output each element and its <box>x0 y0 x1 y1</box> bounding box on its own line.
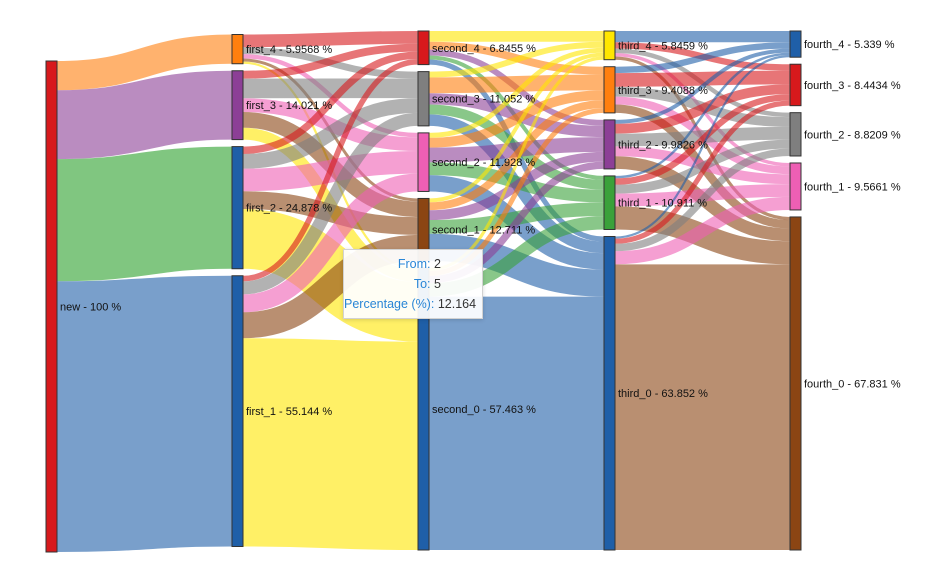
node-label-second_1: second_1 - 12.711 % <box>432 225 535 237</box>
link-third_1-to-fourth_2[interactable] <box>614 139 791 194</box>
node-label-fourth_4: fourth_4 - 5.339 % <box>804 39 895 51</box>
link-new-to-first_3[interactable] <box>56 70 233 160</box>
tooltip-to-value: 5 <box>434 277 441 291</box>
node-label-first_2: first_2 - 24.878 % <box>246 203 332 215</box>
link-new-to-first_4[interactable] <box>56 34 233 91</box>
node-label-fourth_0: fourth_0 - 67.831 % <box>804 378 901 390</box>
link-new-to-first_2[interactable] <box>56 146 233 282</box>
node-label-first_4: first_4 - 5.9568 % <box>246 44 332 56</box>
link-third_1-to-fourth_4[interactable] <box>614 52 791 179</box>
node-label-second_2: second_2 - 11.928 % <box>432 157 535 169</box>
link-tooltip: From: 2 To: 5 Percentage (%): 12.164 <box>343 249 483 319</box>
sankey-nodes <box>45 30 802 553</box>
tooltip-from-row: From: 2 <box>344 257 482 271</box>
link-first_1-to-second_4[interactable] <box>242 58 419 282</box>
node-label-new: new - 100 % <box>60 301 121 313</box>
node-label-fourth_1: fourth_1 - 9.5661 % <box>804 181 901 193</box>
link-third_3-to-fourth_3[interactable] <box>614 70 791 87</box>
node-third_0[interactable] <box>603 235 616 551</box>
link-first_1-to-second_0[interactable] <box>242 338 419 550</box>
tooltip-from-value: 2 <box>434 257 441 271</box>
node-label-first_1: first_1 - 55.144 % <box>246 406 332 418</box>
node-fourth_1[interactable] <box>789 162 802 211</box>
node-second_3[interactable] <box>417 71 430 127</box>
node-third_4[interactable] <box>603 30 616 61</box>
tooltip-to-label: To: <box>413 277 431 291</box>
link-third_2-to-fourth_4[interactable] <box>614 48 791 124</box>
node-label-third_1: third_1 - 10.911 % <box>618 198 707 210</box>
link-second_1-to-third_4[interactable] <box>428 52 605 203</box>
link-second_1-to-third_0[interactable] <box>428 233 605 297</box>
link-first_2-to-second_4[interactable] <box>242 51 419 154</box>
node-label-second_4: second_4 - 6.8455 % <box>432 43 536 55</box>
node-label-third_3: third_3 - 9.4088 % <box>618 85 708 97</box>
tooltip-from-label: From: <box>397 257 431 271</box>
node-first_1[interactable] <box>231 275 244 547</box>
node-label-fourth_3: fourth_3 - 8.4434 % <box>804 80 901 92</box>
node-label-third_4: third_4 - 5.8459 % <box>618 40 708 52</box>
tooltip-percentage-label: Percentage (%): <box>344 297 435 311</box>
link-first_1-to-second_2[interactable] <box>242 173 419 313</box>
node-second_2[interactable] <box>417 132 430 192</box>
node-first_2[interactable] <box>231 146 244 270</box>
node-fourth_0[interactable] <box>789 216 802 551</box>
node-third_1[interactable] <box>603 175 616 230</box>
tooltip-percentage-row: Percentage (%): 12.164 <box>344 297 482 311</box>
link-third_0-to-fourth_4[interactable] <box>614 55 791 239</box>
link-third_3-to-fourth_4[interactable] <box>614 42 791 74</box>
node-label-second_0: second_0 - 57.463 % <box>432 404 536 416</box>
sankey-labels: new - 100 % first_4 - 5.9568 % first_3 - 1… <box>60 39 901 418</box>
link-second_3-to-third_3[interactable] <box>428 74 605 94</box>
node-third_3[interactable] <box>603 66 616 114</box>
node-first_4[interactable] <box>231 34 244 65</box>
link-third_1-to-fourth_3[interactable] <box>614 94 791 185</box>
link-third_0-to-fourth_1[interactable] <box>614 196 791 265</box>
node-label-third_2: third_2 - 9.9826 % <box>618 139 708 151</box>
node-fourth_4[interactable] <box>789 30 802 58</box>
node-label-first_3: first_3 - 14.021 % <box>246 100 332 112</box>
link-second_2-to-third_4[interactable] <box>428 47 605 138</box>
node-first_3[interactable] <box>231 70 244 141</box>
node-label-third_0: third_0 - 63.852 % <box>618 388 708 400</box>
link-third_0-to-fourth_3[interactable] <box>614 100 791 244</box>
link-third_2-to-fourth_3[interactable] <box>614 84 791 134</box>
link-first_4-to-second_4[interactable] <box>242 31 419 48</box>
node-third_2[interactable] <box>603 119 616 170</box>
node-new[interactable] <box>45 60 58 553</box>
link-first_3-to-second_2[interactable] <box>242 98 419 152</box>
node-second_4[interactable] <box>417 30 430 66</box>
link-third_0-to-fourth_2[interactable] <box>614 148 791 252</box>
link-first_3-to-second_4[interactable] <box>242 43 419 79</box>
link-first_1-to-second_3[interactable] <box>242 112 419 295</box>
node-label-second_3: second_3 - 11.052 % <box>432 94 535 106</box>
tooltip-percentage-value: 12.164 <box>437 297 477 311</box>
link-second_3-to-third_4[interactable] <box>428 41 605 78</box>
tooltip-to-row: To: 5 <box>344 277 482 291</box>
link-second_1-to-third_2[interactable] <box>428 151 605 221</box>
link-second_1-to-third_3[interactable] <box>428 100 605 211</box>
link-first_2-to-second_3[interactable] <box>242 98 419 169</box>
node-fourth_3[interactable] <box>789 63 802 107</box>
link-second_2-to-third_3[interactable] <box>428 90 605 148</box>
node-fourth_2[interactable] <box>789 112 802 157</box>
link-new-to-first_1[interactable] <box>56 275 233 552</box>
node-label-fourth_2: fourth_2 - 8.8209 % <box>804 129 901 141</box>
